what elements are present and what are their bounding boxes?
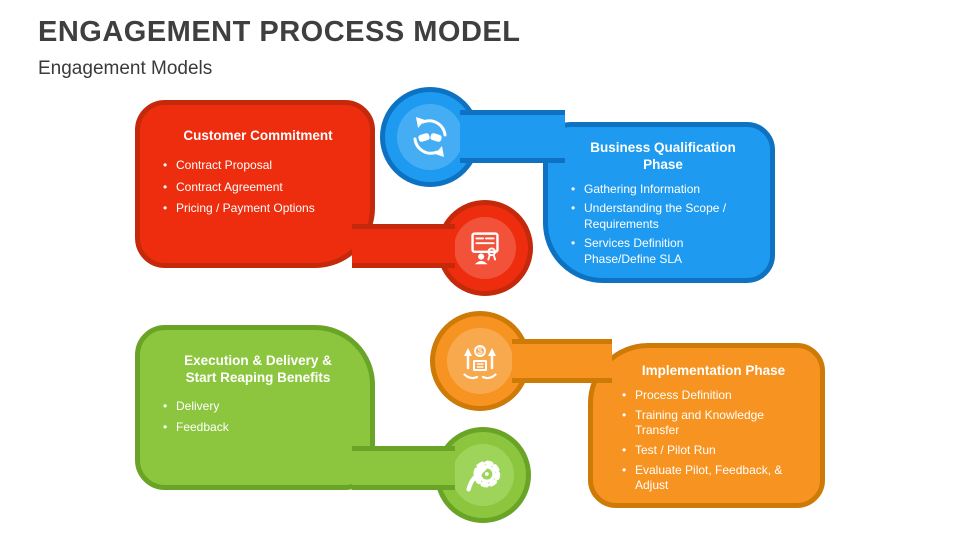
panel-title: Customer Commitment [183,128,333,143]
list-item: Process Definition [621,388,806,404]
bubble-inner-disc [447,328,513,394]
list-item: Pricing / Payment Options [162,201,354,217]
connector-customer-commitment [352,224,455,268]
investment-growth-icon: $ [463,345,497,380]
panel-title: Execution & Delivery & Start Reaping Ben… [184,353,332,386]
gear-arrow-icon [466,460,501,492]
customer-commitment-bubble [437,200,533,296]
bubble-inner-disc [452,444,514,506]
execution-delivery-bubble [435,427,531,523]
page-title: ENGAGEMENT PROCESS MODEL [38,16,521,48]
implementation-panel: Implementation Phase Process Definition … [588,343,825,508]
bubble-inner-disc [397,104,463,170]
list-item: Delivery [162,399,354,415]
list-item: Services Definition Phase/Define SLA [570,236,756,267]
panel-title: Implementation Phase [641,363,786,378]
connector-implementation [512,339,612,383]
customer-commitment-panel: Customer Commitment Contract Proposal Co… [135,100,375,268]
list-item: Feedback [162,420,354,436]
page-subtitle: Engagement Models [38,58,213,79]
connector-business-qualification [460,110,565,163]
bullet-list: Process Definition Training and Knowledg… [621,388,806,494]
connector-execution-delivery [352,446,455,490]
list-item: Training and Knowledge Transfer [621,408,806,439]
list-item: Evaluate Pilot, Feedback, & Adjust [621,463,806,494]
svg-text:$: $ [477,346,482,356]
bubble-inner-disc [454,217,516,279]
execution-delivery-panel: Execution & Delivery & Start Reaping Ben… [135,325,375,490]
business-qualification-bubble [380,87,480,187]
bullet-list: Gathering Information Understanding the … [570,182,756,268]
list-item: Test / Pilot Run [621,443,806,459]
bullet-list: Delivery Feedback [162,399,354,436]
list-item: Contract Agreement [162,180,354,196]
list-item: Understanding the Scope / Requirements [570,201,756,232]
handshake-sync-icon [413,117,447,157]
list-item: Gathering Information [570,182,756,198]
panel-title: Business Qualification Phase [590,140,736,173]
implementation-bubble: $ [430,311,530,411]
business-qualification-panel: Business Qualification Phase Gathering I… [543,122,775,283]
list-item: Contract Proposal [162,158,354,174]
contract-certificate-icon [471,232,499,265]
bullet-list: Contract Proposal Contract Agreement Pri… [162,158,354,217]
